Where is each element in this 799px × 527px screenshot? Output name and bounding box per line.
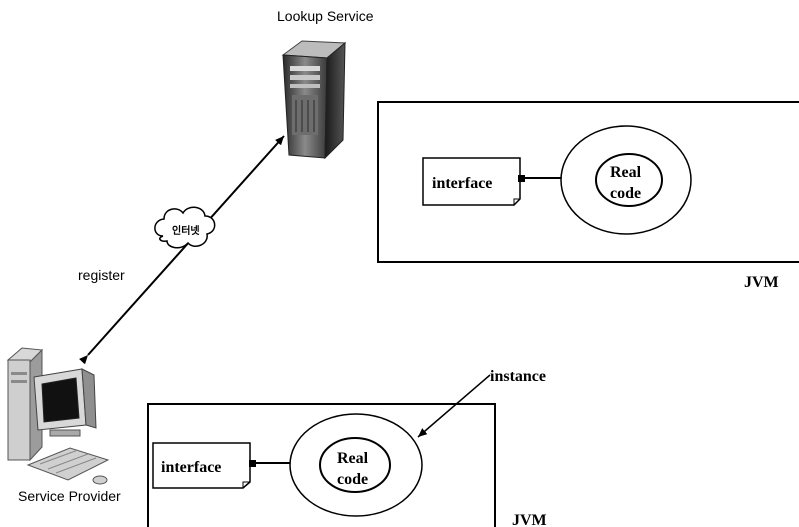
connector-node-top [518,175,525,182]
real-code-ellipse-bottom [319,437,391,493]
instance-arrow [417,374,491,438]
interface-document-top [422,157,521,206]
jvm-box-bottom: interface Real code JVM [147,403,547,527]
internet-label: 인터넷 [172,224,200,237]
desktop-computer-icon [6,347,110,485]
connector-node-bottom [249,460,256,467]
service-provider-label: Service Provider [18,488,121,504]
jvm-label-bottom: JVM [512,512,547,527]
lookup-service-label: Lookup Service [277,8,374,24]
register-label: register [78,267,125,283]
server-tower-icon [281,40,347,160]
real-code-line1-bottom: Real [337,450,369,467]
real-code-line1-top: Real [610,164,642,181]
real-code-line2-bottom: code [337,471,368,488]
jvm-box-top: interface Real code JVM [377,101,799,291]
jvm-label-top: JVM [744,274,779,291]
cloud-icon: 인터넷 [154,206,216,249]
interface-label-top: interface [432,175,492,192]
real-code-line2-top: code [610,185,641,202]
real-code-ellipse-top [595,153,663,207]
instance-label: instance [490,368,546,385]
interface-document-bottom [152,442,251,489]
interface-label-bottom: interface [161,459,221,476]
